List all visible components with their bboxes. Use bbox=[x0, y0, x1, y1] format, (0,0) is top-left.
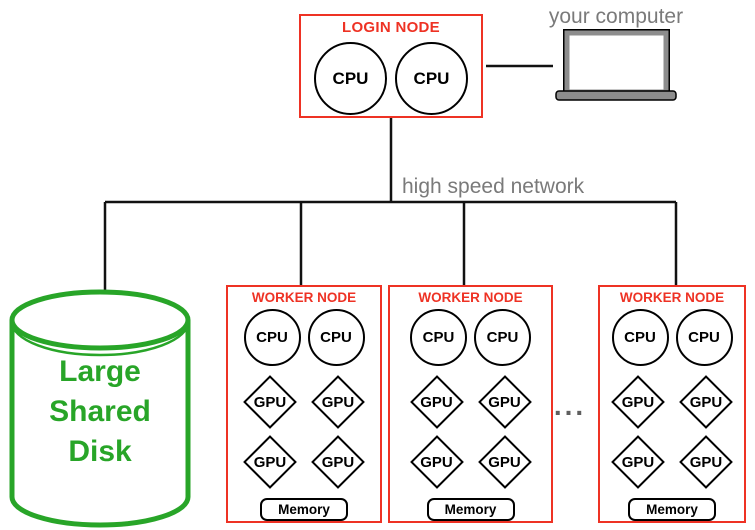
cpu-icon: CPU bbox=[474, 309, 531, 366]
cpu-label: CPU bbox=[256, 329, 288, 346]
worker-cpu-row: CPU CPU bbox=[243, 309, 365, 366]
gpu-label: GPU bbox=[488, 453, 521, 471]
worker-node-1: WORKER NODE CPU CPU GPU GPU GPU GPU Memo… bbox=[226, 285, 382, 523]
more-workers-ellipsis: ... bbox=[553, 390, 587, 421]
gpu-icon: GPU bbox=[610, 375, 666, 429]
gpu-icon: GPU bbox=[310, 375, 366, 429]
gpu-label: GPU bbox=[253, 453, 287, 471]
worker-gpu-grid: GPU GPU GPU GPU bbox=[610, 375, 734, 489]
gpu-label: GPU bbox=[689, 453, 723, 471]
cpu-label: CPU bbox=[688, 329, 720, 346]
gpu-icon: GPU bbox=[242, 375, 298, 429]
gpu-label: GPU bbox=[621, 393, 655, 411]
gpu-icon: GPU bbox=[242, 435, 298, 489]
worker-cpu-row: CPU CPU bbox=[410, 309, 531, 366]
cpu-label: CPU bbox=[486, 329, 519, 346]
cpu-icon: CPU bbox=[395, 42, 468, 115]
gpu-label: GPU bbox=[321, 393, 355, 411]
memory-box: Memory bbox=[426, 498, 515, 521]
gpu-label: GPU bbox=[420, 393, 453, 411]
laptop-base bbox=[555, 90, 677, 101]
worker-node-title: WORKER NODE bbox=[418, 290, 523, 305]
disk-top bbox=[9, 289, 191, 351]
worker-node-title: WORKER NODE bbox=[619, 290, 725, 305]
gpu-icon: GPU bbox=[610, 435, 666, 489]
gpu-label: GPU bbox=[488, 393, 521, 411]
cpu-icon: CPU bbox=[314, 42, 387, 115]
gpu-icon: GPU bbox=[310, 435, 366, 489]
disk-label: Large Shared Disk bbox=[49, 355, 151, 468]
gpu-icon: GPU bbox=[477, 375, 533, 429]
worker-gpu-grid: GPU GPU GPU GPU bbox=[409, 375, 533, 489]
cpu-label: CPU bbox=[332, 68, 369, 88]
gpu-icon: GPU bbox=[477, 435, 533, 489]
memory-box: Memory bbox=[260, 498, 348, 521]
worker-node-title: WORKER NODE bbox=[251, 290, 357, 305]
gpu-icon: GPU bbox=[678, 435, 734, 489]
cpu-icon: CPU bbox=[410, 309, 467, 366]
cpu-icon: CPU bbox=[307, 309, 365, 366]
disk-body bbox=[9, 320, 191, 528]
gpu-label: GPU bbox=[689, 393, 723, 411]
disk-rim bbox=[10, 321, 190, 357]
network-label: high speed network bbox=[402, 175, 585, 198]
cpu-icon: CPU bbox=[675, 309, 733, 366]
laptop-icon bbox=[555, 29, 677, 101]
memory-label: Memory bbox=[646, 502, 698, 517]
memory-box: Memory bbox=[628, 498, 716, 521]
your-computer-label: your computer bbox=[548, 5, 684, 28]
gpu-label: GPU bbox=[420, 453, 453, 471]
worker-gpu-grid: GPU GPU GPU GPU bbox=[242, 375, 366, 489]
cpu-label: CPU bbox=[413, 68, 450, 88]
cpu-label: CPU bbox=[320, 329, 352, 346]
gpu-label: GPU bbox=[621, 453, 655, 471]
gpu-label: GPU bbox=[321, 453, 355, 471]
cpu-label: CPU bbox=[624, 329, 656, 346]
login-node-box: LOGIN NODE CPU CPU bbox=[299, 14, 483, 118]
disk-cylinder-icon bbox=[9, 289, 191, 528]
memory-label: Memory bbox=[278, 502, 330, 517]
cpu-icon: CPU bbox=[611, 309, 669, 366]
login-node-title: LOGIN NODE bbox=[341, 19, 440, 36]
login-cpu-row: CPU CPU bbox=[314, 42, 468, 115]
gpu-icon: GPU bbox=[409, 435, 465, 489]
cpu-icon: CPU bbox=[243, 309, 301, 366]
worker-node-2: WORKER NODE CPU CPU GPU GPU GPU GPU Memo… bbox=[388, 285, 553, 523]
gpu-label: GPU bbox=[253, 393, 287, 411]
worker-node-3: WORKER NODE CPU CPU GPU GPU GPU GPU Memo… bbox=[598, 285, 746, 523]
memory-label: Memory bbox=[444, 502, 497, 517]
worker-cpu-row: CPU CPU bbox=[611, 309, 733, 366]
cpu-label: CPU bbox=[422, 329, 455, 346]
gpu-icon: GPU bbox=[678, 375, 734, 429]
gpu-icon: GPU bbox=[409, 375, 465, 429]
